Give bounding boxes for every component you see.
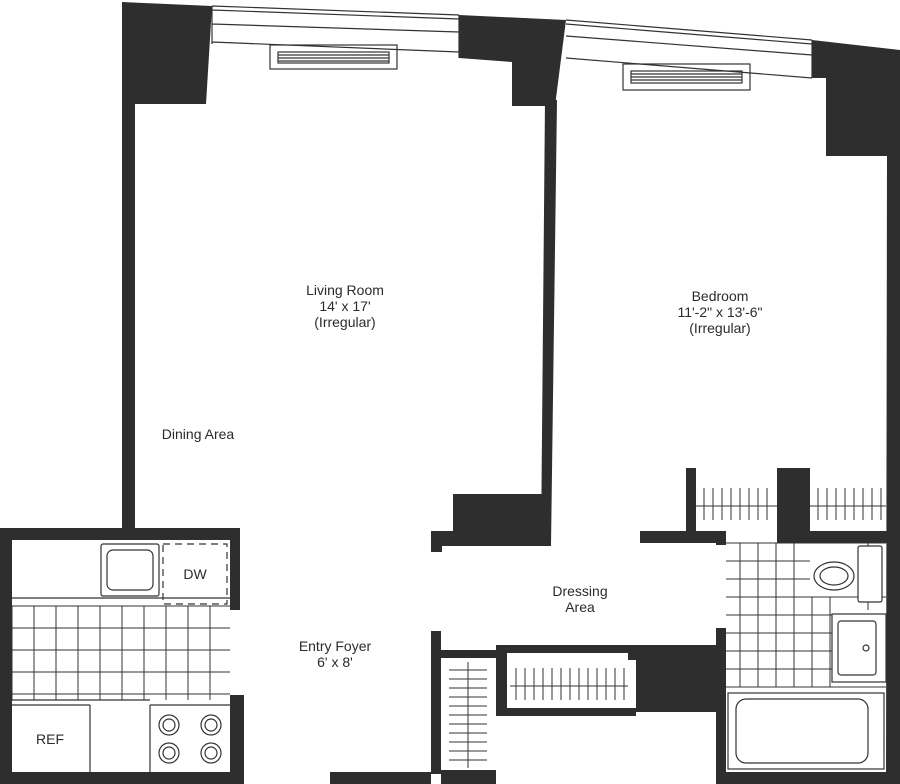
wall-living-west [122, 100, 135, 530]
refrigerator-label: REF [36, 731, 64, 747]
dining-area-name: Dining Area [161, 426, 235, 442]
entry-foyer-name: Entry Foyer [298, 638, 372, 654]
wall-kitchen-south [0, 772, 244, 784]
wall-foyer-closet-west [431, 631, 441, 774]
radiator-icon [622, 63, 751, 91]
window-living [211, 5, 460, 58]
wall-closet-divider-b [777, 468, 810, 543]
window-bedroom [565, 19, 813, 79]
bathroom-floor-tiles [726, 542, 886, 688]
wall-entry-south [330, 772, 431, 784]
living-room-note: (Irregular) [314, 314, 376, 330]
wall-bedroom-east [886, 150, 900, 784]
wall-closet-divider-a [686, 468, 696, 543]
entry-foyer-label: Entry Foyer 6' x 8' [280, 638, 390, 670]
dressing-area-label: Dressing Area [530, 583, 630, 615]
closet-rod-icon [449, 662, 487, 768]
bedroom-size: 11'-2" x 13'-6" [677, 304, 763, 320]
bedroom-name: Bedroom [691, 288, 749, 304]
wall-column-northwest [122, 2, 212, 117]
wall-bath-west-upper [716, 531, 726, 545]
wall-bath-west-lower [628, 628, 886, 784]
living-room-label: Living Room 14' x 17' (Irregular) [285, 282, 405, 330]
closet-rod-icon [510, 668, 628, 700]
living-room-size: 14' x 17' [319, 298, 371, 314]
dishwasher [162, 543, 228, 605]
dressing-area-line2: Area [565, 599, 595, 615]
wall-bedroom-south-left [640, 531, 718, 543]
wall-kitchen-east-upper [230, 528, 240, 610]
bathtub-icon [727, 692, 885, 770]
entry-foyer-size: 6' x 8' [317, 654, 353, 670]
toilet-icon [813, 545, 883, 603]
wall-column-north-center [459, 15, 566, 106]
wall-kitchen-west [0, 528, 12, 784]
dining-area-label: Dining Area [148, 426, 248, 442]
wall-foyer-closet-south [441, 770, 496, 784]
wall-column-northeast [812, 40, 900, 156]
wall-column-partition-south [431, 494, 545, 552]
wall-partition-living-bedroom [541, 100, 557, 546]
bedroom-label: Bedroom 11'-2" x 13'-6" (Irregular) [655, 288, 785, 336]
wall-foyer-closet-north [441, 650, 496, 658]
radiator-icon [269, 44, 398, 70]
living-room-name: Living Room [306, 282, 384, 298]
wall-dressing-closet-south [496, 708, 636, 716]
closet-rod-icon [696, 488, 886, 520]
dishwasher-label: DW [183, 566, 207, 582]
bedroom-note: (Irregular) [689, 320, 751, 336]
wall-bedroom-south-right [810, 531, 888, 543]
wall-kitchen-north [0, 528, 240, 540]
wall-dressing-closet-north [507, 645, 628, 653]
sink-icon [831, 613, 887, 683]
wall-kitchen-east-lower [230, 695, 244, 784]
range-burner-icon [158, 714, 222, 764]
sink-icon [100, 543, 160, 597]
kitchen-floor-tiles [11, 605, 230, 700]
wall-dressing-closet-west [496, 645, 507, 715]
dressing-area-line1: Dressing [552, 583, 608, 599]
